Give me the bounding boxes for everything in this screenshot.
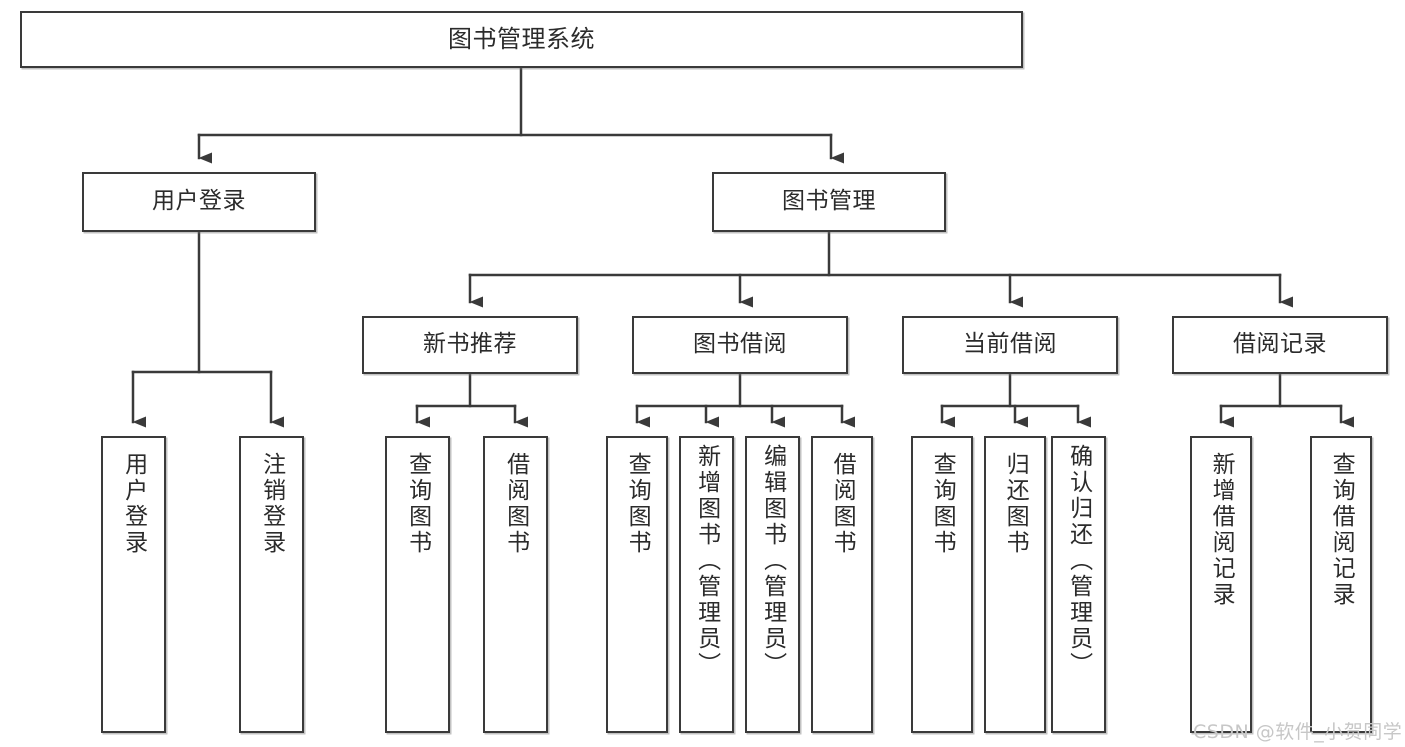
node-label: 归还图书	[1002, 452, 1029, 556]
node-leaf-query-book-cur[interactable]: 查询图书	[911, 436, 973, 733]
node-user-login[interactable]: 用户登录	[82, 172, 316, 232]
node-leaf-edit-book-admin[interactable]: 编辑图书（管理员）	[745, 436, 800, 733]
node-label: 注销登录	[258, 452, 285, 556]
node-book-borrow[interactable]: 图书借阅	[632, 316, 848, 374]
node-label: 确认归还（管理员）	[1065, 444, 1092, 678]
node-label: 借阅记录	[1233, 331, 1327, 358]
node-leaf-logout-login[interactable]: 注销登录	[239, 436, 304, 733]
node-leaf-add-borrow-record[interactable]: 新增借阅记录	[1190, 436, 1252, 733]
node-label: 编辑图书（管理员）	[759, 444, 786, 678]
node-label: 新增借阅记录	[1208, 452, 1235, 608]
node-current-borrow[interactable]: 当前借阅	[902, 316, 1118, 374]
node-label: 当前借阅	[963, 331, 1057, 358]
node-book-management[interactable]: 图书管理	[712, 172, 946, 232]
node-leaf-add-book-admin[interactable]: 新增图书（管理员）	[679, 436, 734, 733]
node-label: 查询图书	[404, 452, 431, 556]
node-leaf-borrow-book[interactable]: 借阅图书	[811, 436, 873, 733]
node-leaf-user-login[interactable]: 用户登录	[101, 436, 166, 733]
node-label: 借阅图书	[502, 452, 529, 556]
node-label: 查询图书	[929, 452, 956, 556]
node-leaf-query-book-borrow[interactable]: 查询图书	[606, 436, 668, 733]
node-leaf-query-book-rec[interactable]: 查询图书	[385, 436, 450, 733]
node-leaf-return-book[interactable]: 归还图书	[984, 436, 1046, 733]
csdn-watermark: CSDN @软件_小贺同学	[1193, 721, 1403, 743]
node-label: 用户登录	[152, 188, 246, 215]
node-leaf-confirm-return-admin[interactable]: 确认归还（管理员）	[1051, 436, 1106, 733]
node-borrow-record[interactable]: 借阅记录	[1172, 316, 1388, 374]
node-label: 查询借阅记录	[1328, 452, 1355, 608]
node-label: 图书借阅	[693, 331, 787, 358]
node-leaf-borrow-book-rec[interactable]: 借阅图书	[483, 436, 548, 733]
node-leaf-query-borrow-record[interactable]: 查询借阅记录	[1310, 436, 1372, 733]
node-label: 图书管理	[782, 188, 876, 215]
node-label: 图书管理系统	[448, 25, 595, 54]
node-root-system[interactable]: 图书管理系统	[20, 11, 1023, 68]
node-label: 新书推荐	[423, 331, 517, 358]
node-new-book-recommend[interactable]: 新书推荐	[362, 316, 578, 374]
node-label: 查询图书	[624, 452, 651, 556]
node-label: 新增图书（管理员）	[693, 444, 720, 678]
node-label: 用户登录	[120, 452, 147, 556]
node-label: 借阅图书	[829, 452, 856, 556]
